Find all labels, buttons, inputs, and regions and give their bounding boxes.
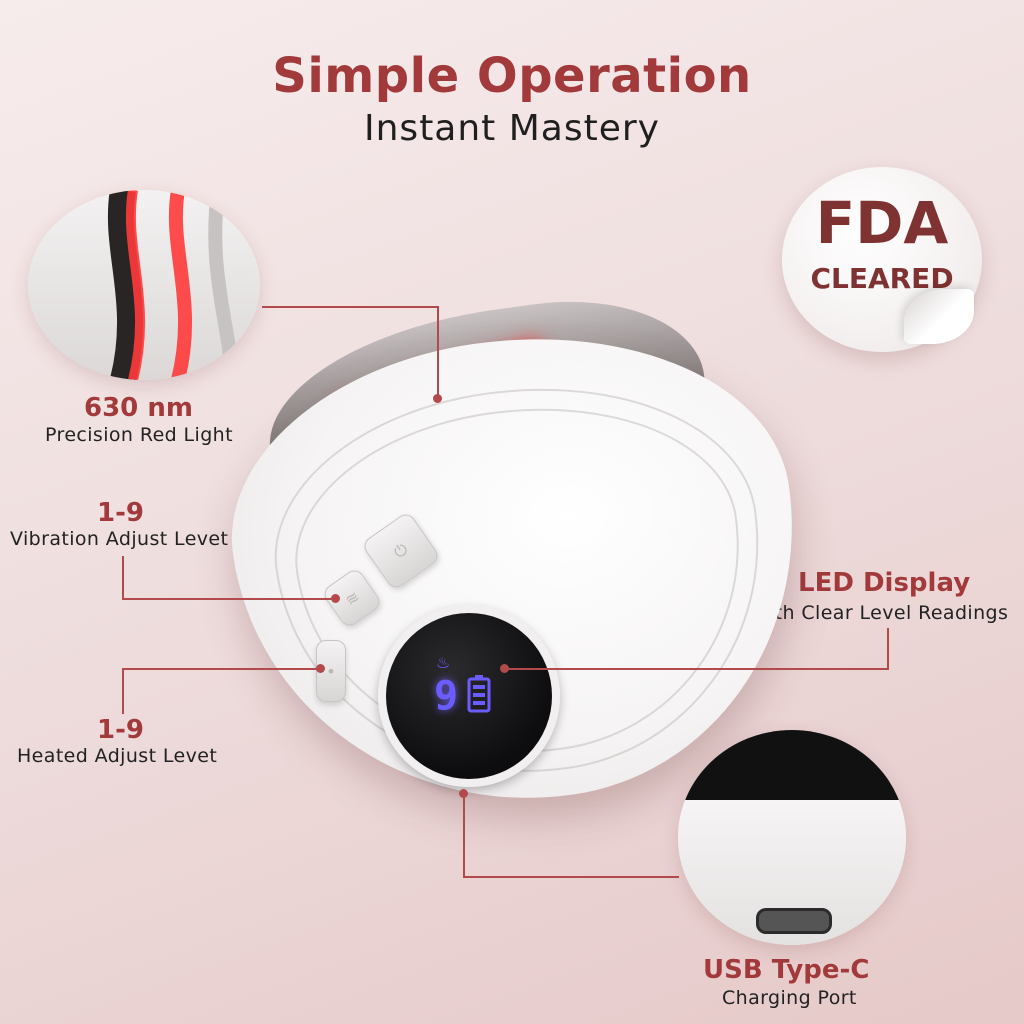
closeup-display-edge (678, 730, 906, 800)
heat-desc: Heated Adjust Levet (17, 745, 218, 767)
led-display: ♨ 9 (378, 605, 560, 787)
callout-dot (433, 394, 442, 403)
callout-dot (331, 594, 340, 603)
usb-c-port (756, 908, 832, 934)
vibration-title: 1-9 (97, 498, 144, 528)
callout-line (504, 668, 888, 670)
sticker-curl (904, 289, 974, 344)
fda-badge-sub: CLEARED (810, 262, 954, 295)
callout-line (463, 876, 679, 878)
vibration-desc: Vibration Adjust Levet (10, 528, 229, 550)
callout-line (122, 556, 124, 598)
led-display-title: LED Display (798, 568, 971, 598)
led-display-desc: with Clear Level Readings (753, 602, 1009, 624)
page-title: Simple Operation (272, 48, 752, 104)
flame-icon: ♨ (436, 653, 451, 672)
callout-dot (500, 664, 509, 673)
callout-line (122, 598, 336, 600)
red-light-title: 630 nm (84, 393, 193, 423)
red-light-illustration (107, 190, 240, 380)
usb-title: USB Type-C (703, 955, 870, 985)
usb-desc: Charging Port (722, 987, 857, 1009)
fda-badge-main: FDA (815, 189, 949, 257)
fda-cleared-badge: FDA CLEARED (782, 167, 982, 352)
display-reading: 9 (434, 673, 461, 719)
callout-line (262, 306, 438, 308)
vibration-icon: ≋ (341, 586, 363, 610)
usb-port-closeup (678, 730, 906, 945)
callout-line (887, 628, 889, 670)
page-subtitle: Instant Mastery (364, 108, 660, 149)
power-icon: ⏻ (390, 539, 412, 563)
heat-icon: • (326, 661, 336, 681)
red-light-closeup (28, 190, 260, 380)
callout-line (437, 306, 439, 398)
callout-dot (459, 789, 468, 798)
battery-icon (467, 675, 491, 713)
callout-line (122, 668, 320, 670)
red-light-desc: Precision Red Light (45, 424, 233, 446)
callout-line (463, 795, 465, 877)
callout-dot (316, 664, 325, 673)
callout-line (122, 668, 124, 714)
heat-title: 1-9 (97, 715, 144, 745)
